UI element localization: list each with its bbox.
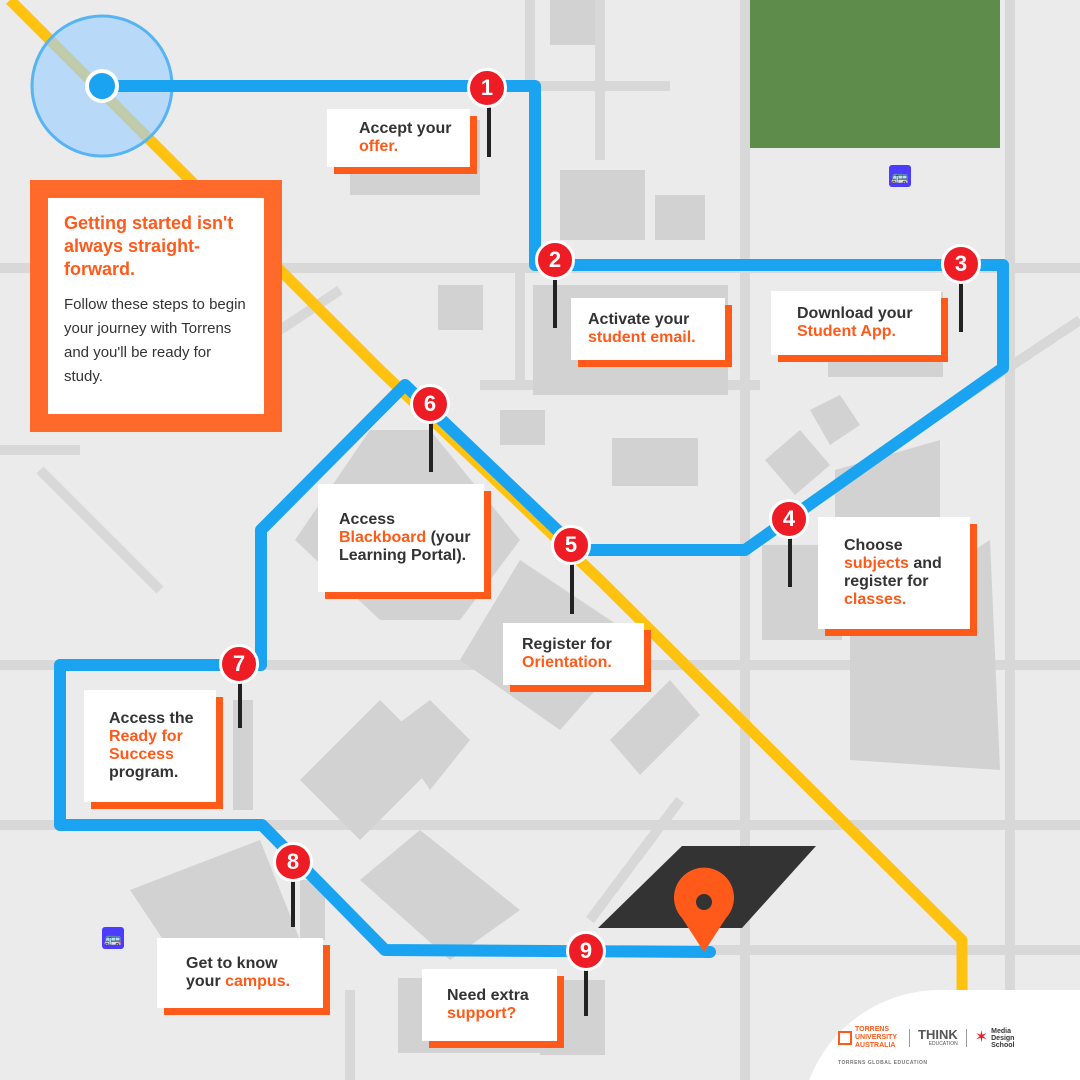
step-label-highlight: Orientation. (522, 654, 612, 671)
step-label: Get to know your campus. (186, 955, 313, 991)
intro-body: Follow these steps to begin your journey… (64, 296, 246, 385)
intro-card: Getting started isn't always straight-fo… (48, 198, 264, 414)
route-line (54, 80, 1009, 958)
start-point-icon (85, 69, 119, 103)
step-label-text: and register for (844, 555, 942, 590)
step-label-highlight: Blackboard (339, 529, 427, 546)
step-label-highlight: offer. (359, 138, 399, 155)
step-card-7: Access the Ready for Success program. (84, 690, 216, 802)
step-card-1: Accept your offer. (327, 109, 470, 167)
step-label: Access Blackboard (your Learning Portal)… (339, 511, 474, 565)
step-label-highlight: support? (447, 1005, 517, 1022)
step-badge-9: 9 (566, 931, 606, 971)
step-label: Activate your student email. (588, 311, 715, 347)
step-label-text: (your Learning Portal). (339, 529, 471, 564)
step-label-highlight: student email. (588, 329, 696, 346)
step-label: Access the Ready for Success program. (109, 710, 206, 782)
step-label-text: program. (109, 764, 179, 781)
step-label: Register for Orientation. (522, 636, 634, 672)
step-card-2: Activate your student email. (571, 298, 725, 360)
step-label-text: Activate your (588, 311, 690, 328)
step-pin (584, 968, 588, 1016)
step-card-8: Get to know your campus. (157, 938, 323, 1008)
step-label: Choose subjects and register for classes… (844, 537, 960, 609)
step-label-text: Need extra (447, 987, 529, 1004)
step-label-text: Access (339, 511, 396, 528)
step-pin (788, 535, 792, 587)
step-pin (553, 280, 557, 328)
step-pin (959, 280, 963, 332)
step-label-text: your (416, 120, 452, 137)
step-badge-8: 8 (273, 842, 313, 882)
step-badge-7: 7 (219, 644, 259, 684)
step-label: Need extra support? (447, 987, 547, 1023)
step-pin (429, 420, 433, 472)
step-label: Accept your offer. (359, 120, 460, 156)
step-card-6: Access Blackboard (your Learning Portal)… (318, 484, 484, 592)
step-label-highlight: campus. (225, 973, 291, 990)
park (750, 0, 1000, 148)
step-label: Download your Student App. (797, 305, 931, 341)
step-label-highlight: subjects (844, 555, 909, 572)
step-label-text: Choose (844, 537, 903, 554)
location-pin-icon (674, 867, 734, 952)
step-pin (238, 676, 242, 728)
media-design-school-logo: ✶ Media Design School (974, 1027, 1015, 1049)
torrens-logo: TORRENS UNIVERSITY AUSTRALIA (838, 1026, 901, 1050)
step-badge-2: 2 (535, 240, 575, 280)
step-label-text: Register for (522, 636, 612, 653)
step-pin (570, 562, 574, 614)
step-pin (487, 105, 491, 157)
step-badge-5: 5 (551, 525, 591, 565)
intro-box: Getting started isn't always straight-fo… (30, 180, 282, 432)
step-label-text: Accept (359, 120, 417, 137)
step-badge-3: 3 (941, 244, 981, 284)
step-badge-6: 6 (410, 384, 450, 424)
step-card-9: Need extra support? (422, 969, 557, 1041)
step-badge-1: 1 (467, 68, 507, 108)
step-label-text: Download your (797, 305, 913, 322)
bus-icon: 🚌 (889, 165, 911, 187)
step-card-5: Register for Orientation. (503, 623, 644, 685)
brand-logos: TORRENS UNIVERSITY AUSTRALIA THINK EDUCA… (838, 1026, 1021, 1050)
intro-title: Getting started isn't always straight-fo… (64, 213, 234, 279)
think-logo: THINK EDUCATION (918, 1027, 958, 1047)
step-label-highlight: Student App. (797, 323, 896, 340)
step-label-text: Access the (109, 710, 194, 727)
step-pin (291, 875, 295, 927)
step-card-4: Choose subjects and register for classes… (818, 517, 970, 629)
bus-icon: 🚌 (102, 927, 124, 949)
logo-footer: TORRENS GLOBAL EDUCATION (838, 1060, 928, 1066)
step-label-text: Get to know your (186, 955, 278, 990)
step-badge-4: 4 (769, 499, 809, 539)
step-card-3: Download your Student App. (771, 291, 941, 355)
step-label-highlight: Ready for Success (109, 728, 183, 763)
step-label-highlight: classes. (844, 591, 907, 608)
